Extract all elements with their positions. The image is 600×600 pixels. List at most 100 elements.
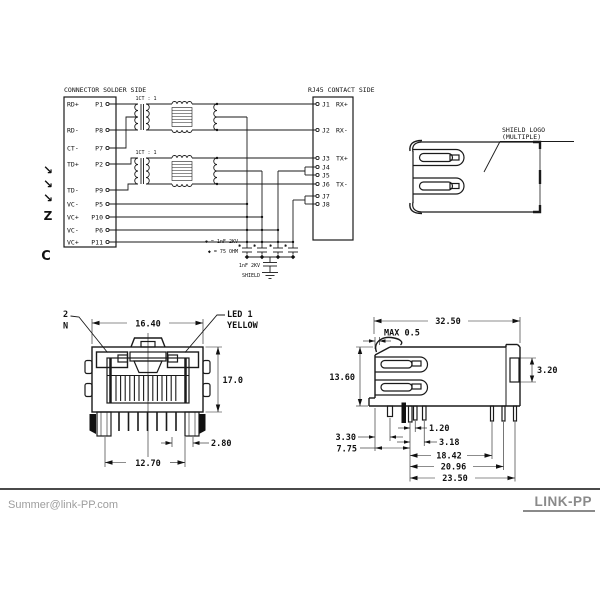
contact-email: Summer@link-PP.com — [8, 499, 118, 511]
pin-number: P7 — [95, 145, 103, 153]
star-marker: ✱ — [284, 243, 287, 249]
side-pins — [386, 402, 518, 423]
shield-top-view: SHIELD LOGO (MULTIPLE) — [409, 126, 574, 215]
dim-pin-offset: 2.80 — [211, 439, 231, 449]
pin-number: J2 — [322, 127, 330, 135]
led1-window — [166, 351, 200, 369]
solder-pin-terminals — [105, 101, 110, 245]
dim-height: 13.60 — [329, 373, 355, 383]
pin-signal: VC- — [67, 201, 79, 209]
pin-signal: RD+ — [67, 101, 79, 109]
latch-slot — [129, 351, 167, 374]
pin-signal: TD- — [67, 187, 79, 195]
choke-core — [171, 161, 193, 181]
pin-number: J8 — [322, 201, 330, 209]
turns-ratio-label: 1CT : 1 — [135, 96, 156, 102]
pin-number: P5 — [95, 201, 103, 209]
dim-tab: 3.20 — [537, 366, 557, 376]
led2-label: 2 — [63, 310, 68, 320]
arrow-mark: ↘ — [43, 163, 53, 177]
transformer-channel-2: 1CT : 1 — [134, 150, 218, 187]
contact-pin-labels: J1 RX+ J2 RX- J3 TX+ J4 J5 J6 TX- J7 J8 — [322, 101, 348, 209]
shield-cap-value: 1nF 2KV — [239, 263, 260, 269]
junction-dots — [215, 102, 295, 244]
pin-number: J7 — [322, 193, 330, 201]
dim-f: 20.96 — [441, 463, 467, 473]
dim-width: 16.40 — [135, 320, 161, 330]
led1-label: YELLOW — [227, 321, 259, 331]
solder-pin-box — [63, 96, 117, 248]
pin-number: P1 — [95, 101, 103, 109]
cap-note: ✱ = 1nF 2KV — [205, 239, 238, 245]
schematic-wires — [109, 103, 316, 248]
side-ears — [84, 359, 211, 398]
side-tab — [509, 357, 520, 383]
shield-logo-label: (MULTIPLE) — [502, 133, 541, 141]
choke-core — [171, 107, 193, 127]
shield-label: SHIELD — [242, 273, 260, 279]
star-marker: ✱ — [253, 243, 256, 249]
led2-leader — [70, 315, 108, 353]
label-leader — [483, 141, 501, 173]
contact-pin-box — [312, 96, 354, 241]
led1-leader — [184, 314, 225, 353]
dim-a: 3.30 — [336, 433, 356, 443]
star-marker: ✱ — [238, 243, 241, 249]
pin-signal: CT- — [67, 145, 79, 153]
side-dimensions: 32.50 MAX 0.5 13.60 3.20 3.30 7.75 1.20 … — [329, 317, 557, 484]
brand-logo: LINK-PP — [522, 494, 595, 512]
pin-signal: TX- — [336, 181, 348, 189]
dim-g: 23.50 — [442, 474, 468, 484]
ground-symbol — [262, 272, 278, 279]
dim-pin-span: 12.70 — [135, 459, 161, 469]
pin-signal: VC- — [67, 227, 79, 235]
dim-e: 18.42 — [436, 452, 462, 462]
pin-signal: VC+ — [67, 214, 79, 222]
front-pins — [89, 411, 206, 437]
turns-ratio-label: 1CT : 1 — [135, 150, 156, 156]
pin-number: P10 — [91, 214, 103, 222]
termination-network: ✱ ✱ ✱ ✱ ✱ = 1nF 2KV ◆ = 75 OHM 1nF 2KV S… — [205, 239, 298, 279]
resistor-note: ◆ = 75 OHM — [208, 249, 238, 255]
contact-comb — [115, 376, 177, 401]
shield-edge-ticks — [533, 140, 542, 214]
pin-number: J1 — [322, 101, 330, 109]
dim-c: 1.20 — [429, 424, 449, 434]
side-spring-fingers — [375, 356, 429, 396]
pin-number: J5 — [322, 172, 330, 180]
pin-signal: TD+ — [67, 161, 79, 169]
letter-mark: C — [41, 249, 51, 264]
pin-number: P8 — [95, 127, 103, 135]
dim-max-lip: MAX 0.5 — [384, 329, 420, 339]
capacitor-markers: ✱ ✱ ✱ ✱ — [238, 243, 287, 249]
pin-number: P6 — [95, 227, 103, 235]
arrow-mark: ↘ — [43, 191, 53, 205]
shield-spring-fingers — [413, 148, 465, 195]
transformer-channel-1: 1CT : 1 — [134, 96, 218, 133]
led2-label: N — [63, 322, 68, 332]
contact-side-header: RJ45 CONTACT SIDE — [308, 86, 375, 94]
led-windows — [95, 351, 200, 369]
side-view: 32.50 MAX 0.5 13.60 3.20 3.30 7.75 1.20 … — [329, 317, 557, 484]
dim-overall-length: 32.50 — [435, 317, 461, 327]
pin-signal: TX+ — [336, 155, 348, 163]
solder-side-header: CONNECTOR SOLDER SIDE — [64, 86, 146, 94]
pin-signal: RX- — [336, 127, 348, 135]
pin-signal: RX+ — [336, 101, 348, 109]
contact-pin-terminals — [315, 101, 320, 207]
pin-number: J3 — [322, 155, 330, 163]
star-marker: ✱ — [269, 243, 272, 249]
wiring-schematic: CONNECTOR SOLDER SIDE RJ45 CONTACT SIDE … — [41, 86, 374, 279]
dim-b: 7.75 — [337, 445, 357, 455]
pin-number: J4 — [322, 164, 330, 172]
shield-logo-label: SHIELD LOGO — [502, 126, 545, 134]
pin-number: J6 — [322, 181, 330, 189]
led1-label: LED 1 — [227, 310, 253, 320]
led2-window — [95, 351, 129, 369]
pin-number: P9 — [95, 187, 103, 195]
letter-mark: Z — [44, 209, 53, 223]
dim-height: 17.0 — [223, 376, 243, 386]
arrow-mark: ↘ — [43, 177, 53, 191]
